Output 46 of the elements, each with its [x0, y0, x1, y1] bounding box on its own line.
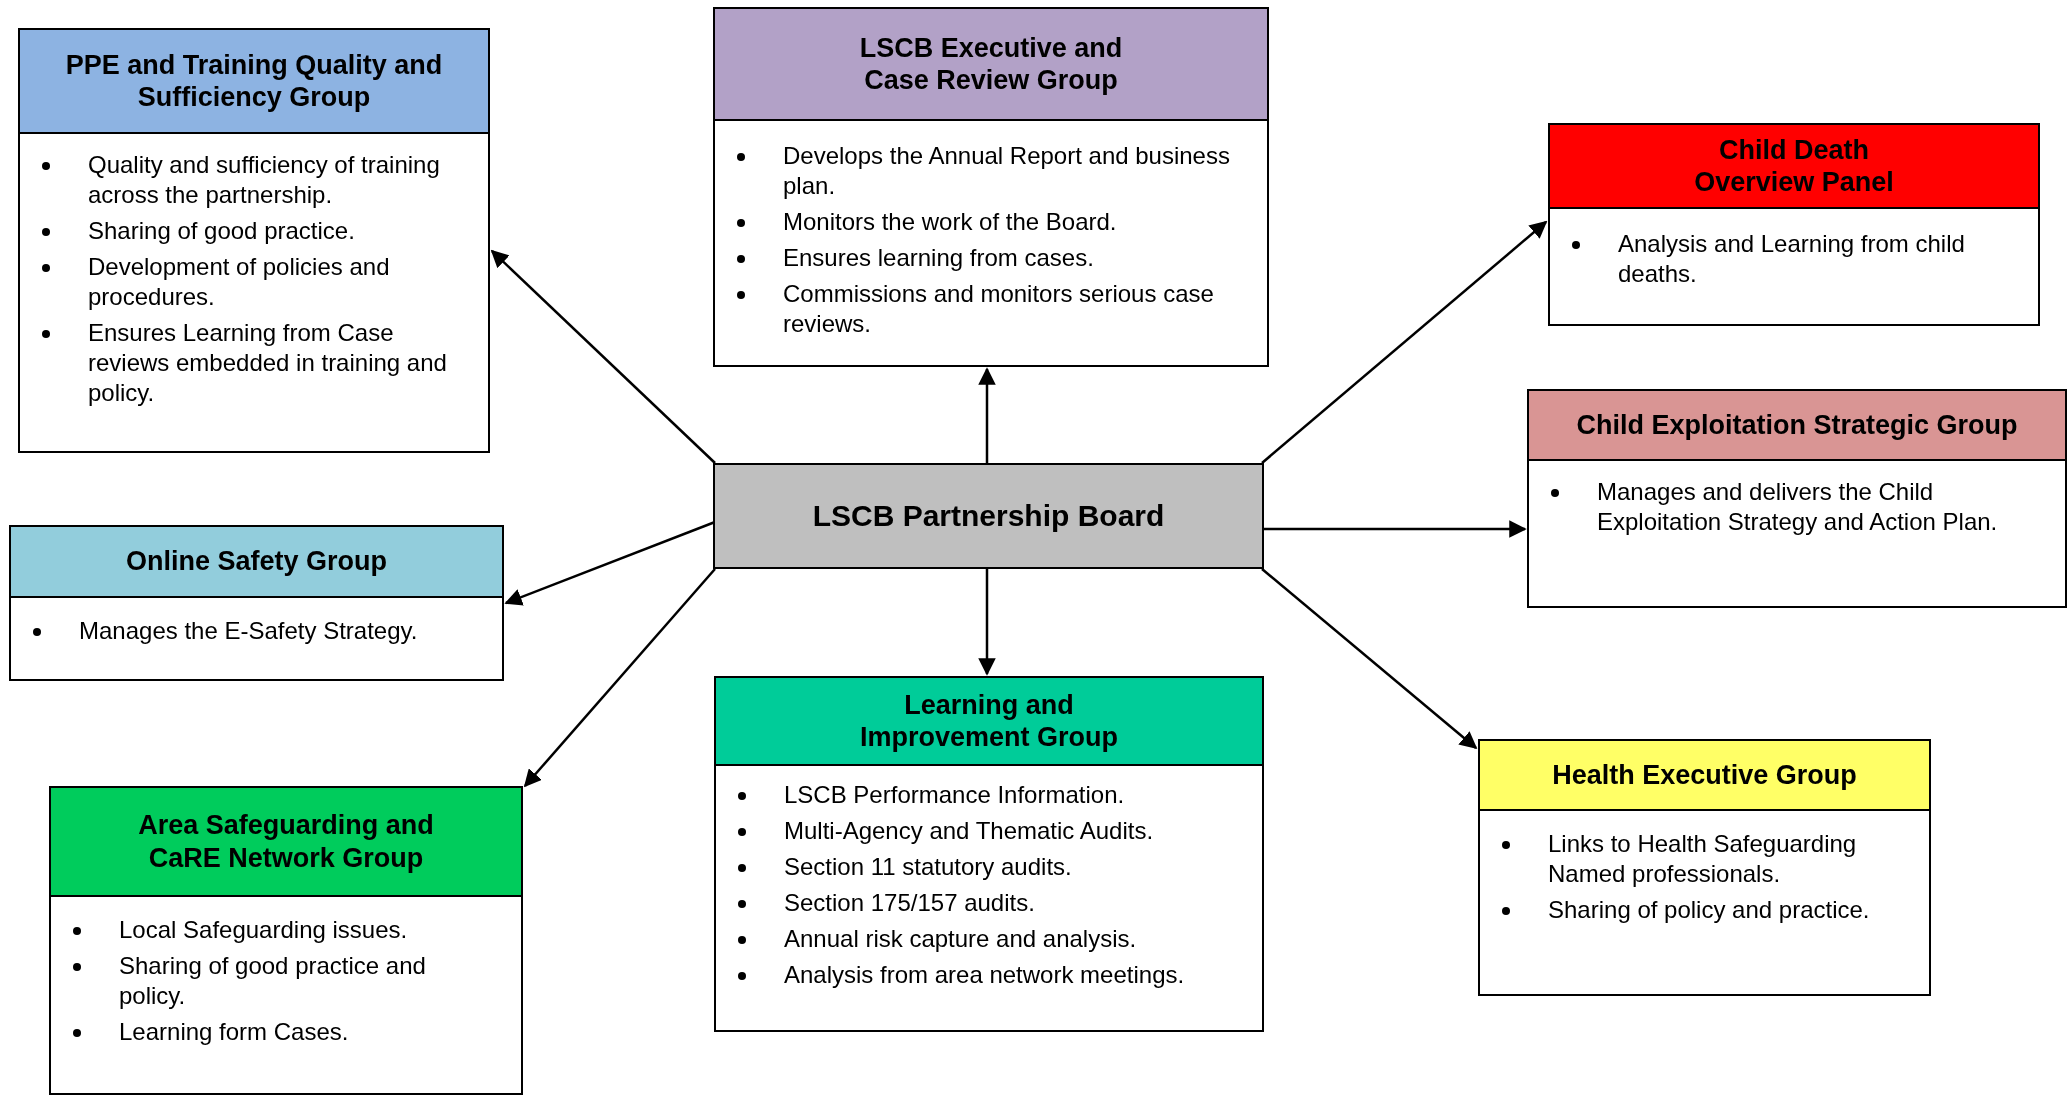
- arrow: [1261, 568, 1478, 750]
- bullet-text: Monitors the work of the Board.: [783, 207, 1118, 237]
- bullet-text: Local Safeguarding issues.: [119, 915, 409, 945]
- group-title: Learning and Improvement Group: [859, 688, 1119, 754]
- group-title: Child Exploitation Strategic Group: [1576, 408, 2018, 442]
- bullet-text: Section 175/157 audits.: [784, 888, 1036, 918]
- bullet-text: Learning form Cases.: [119, 1017, 350, 1047]
- bullet-text: Section 11 statutory audits.: [784, 852, 1073, 882]
- bullet-text: Analysis and Learning from child deaths.: [1618, 229, 1966, 289]
- bullet-text: Sharing of policy and practice.: [1548, 895, 1871, 925]
- bullet-text: Links to Health Safeguarding Named professionals.: [1548, 829, 1858, 889]
- arrow: [523, 568, 716, 788]
- bullet-text: Commissions and monitors serious case reviews.: [783, 279, 1215, 339]
- group-card: [1548, 123, 2040, 326]
- arrow: [1261, 220, 1548, 464]
- bullet-text: Develops the Annual Report and business plan.: [783, 141, 1231, 201]
- group-card: [1478, 739, 1931, 996]
- group-title: Online Safety Group: [125, 545, 387, 578]
- bullet-text: Manages and delivers the Child Exploitation Strategy and Action Plan.: [1597, 477, 1999, 537]
- bullet-text: Multi-Agency and Thematic Audits.: [784, 816, 1155, 846]
- group-title: PPE and Training Quality and Sufficiency Group: [64, 48, 444, 114]
- bullet-text: Sharing of good practice and policy.: [119, 951, 427, 1011]
- group-card: [49, 786, 523, 1095]
- group-card: [1527, 389, 2067, 608]
- group-card: [713, 7, 1269, 367]
- bullet-text: Ensures learning from cases.: [783, 243, 1095, 273]
- bullet-text: Annual risk capture and analysis.: [784, 924, 1138, 954]
- group-card: [714, 676, 1264, 1032]
- arrow: [490, 249, 716, 464]
- bullet-text: Ensures Learning from Case reviews embedded in training and policy.: [88, 318, 448, 408]
- bullet-text: Development of policies and procedures.: [88, 252, 391, 312]
- group-title: Child Death Overview Panel: [1693, 133, 1895, 199]
- bullet-text: Manages the E-Safety Strategy.: [79, 616, 419, 646]
- board-title: LSCB Partnership Board: [812, 499, 1165, 533]
- group-title: LSCB Executive and Case Review Group: [858, 31, 1124, 97]
- bullet-text: Sharing of good practice.: [88, 216, 356, 246]
- bullet-text: Quality and sufficiency of training across the partnership.: [88, 150, 441, 210]
- arrow: [978, 567, 996, 676]
- bullet-text: Analysis from area network meetings.: [784, 960, 1186, 990]
- board-box: [713, 463, 1264, 569]
- bullet-text: LSCB Performance Information.: [784, 780, 1126, 810]
- group-title: Area Safeguarding and CaRE Network Group: [137, 809, 435, 874]
- group-card: [18, 28, 490, 453]
- group-title: Health Executive Group: [1552, 758, 1857, 792]
- arrow: [978, 367, 996, 465]
- group-card: [9, 525, 504, 681]
